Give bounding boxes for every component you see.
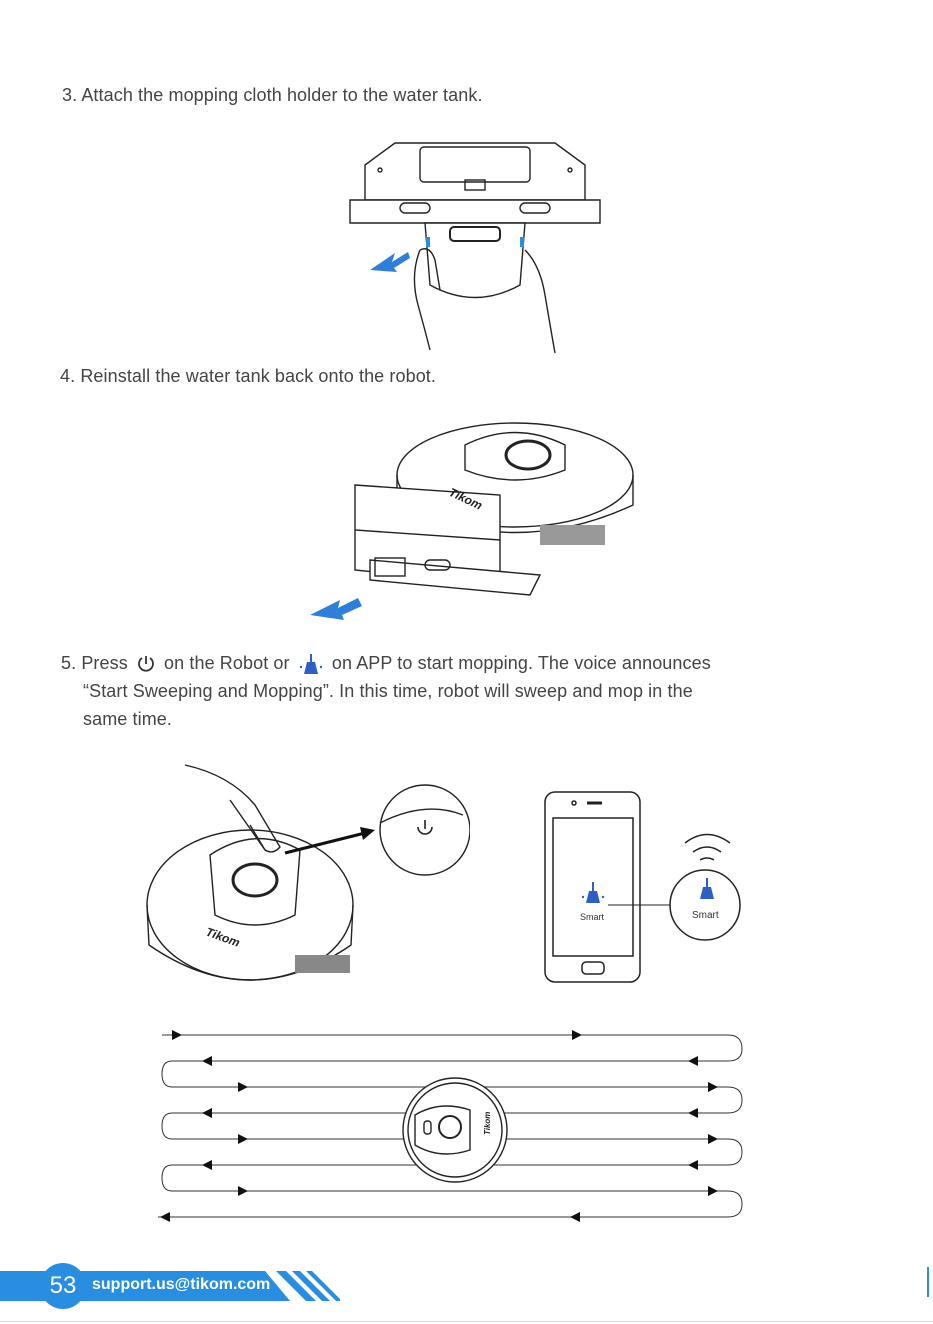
step-5-part2: on the Robot or: [164, 653, 290, 673]
page-edge-marker: [927, 1267, 929, 1297]
step-5-text: 5. Press on the Robot or on APP to start…: [61, 649, 821, 733]
support-email-link[interactable]: support.us@tikom.com: [92, 1276, 271, 1293]
step-3-text: 3. Attach the mopping cloth holder to th…: [62, 85, 483, 105]
page-number: 53: [40, 1263, 86, 1309]
push-arrow-icon: [370, 252, 410, 272]
bottom-divider: [0, 1321, 933, 1322]
app-smart-zoom-label: Smart: [692, 910, 719, 921]
svg-text:Tikom: Tikom: [483, 1112, 492, 1135]
phone-app-illustration: Smart Smart: [540, 790, 760, 985]
cleaning-path-illustration: Tikom: [158, 1030, 743, 1222]
step-5-line3: same time.: [83, 709, 173, 729]
reinstall-tank-illustration: Tikom: [310, 422, 634, 620]
step-5-part3: on APP to start mopping. The voice annou…: [331, 653, 711, 673]
app-smart-button[interactable]: Smart: [580, 912, 605, 922]
step-4-text: 4. Reinstall the water tank back onto th…: [60, 366, 437, 386]
smart-mop-icon: [299, 654, 322, 675]
attach-holder-illustration: [349, 142, 601, 354]
step-5-part1: 5. Press: [61, 653, 128, 673]
press-button-illustration: Tikom: [146, 764, 470, 981]
push-arrow-icon: [310, 598, 362, 620]
smart-mop-icon: [581, 878, 714, 903]
power-icon: [138, 656, 154, 672]
step-5-line2: “Start Sweeping and Mopping”. In this ti…: [83, 681, 693, 701]
